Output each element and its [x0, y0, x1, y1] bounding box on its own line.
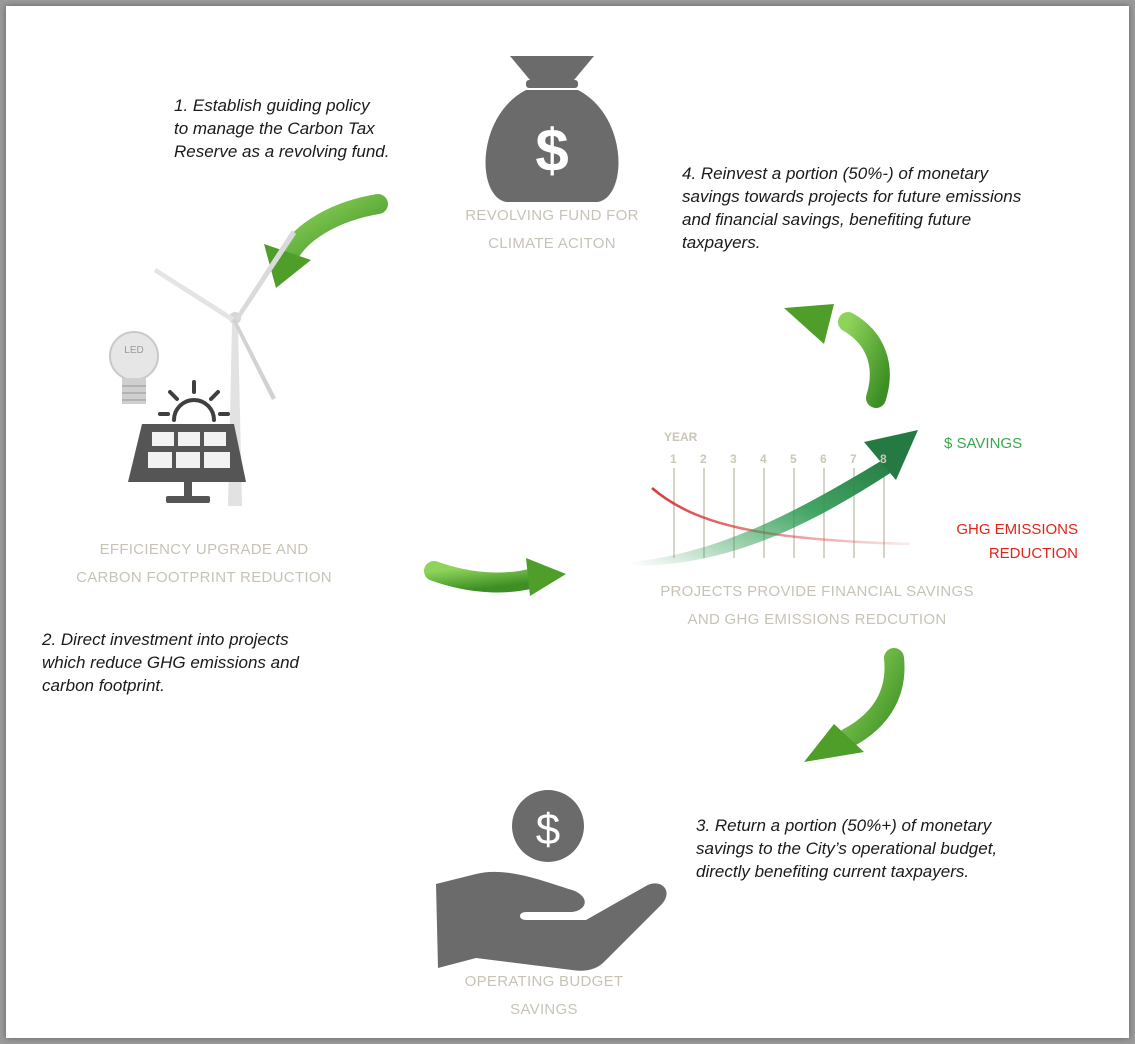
arrow-fund-to-efficiency [264, 194, 388, 288]
caption-revolving-fund: REVOLVING FUND FOR CLIMATE ACITON [465, 207, 639, 252]
arrow-efficiency-to-projects [424, 558, 566, 596]
led-bulb-icon: LED [109, 331, 159, 404]
step-2-text: 2. Direct investment into projects which… [42, 630, 300, 695]
year-tick: 8 [880, 452, 887, 466]
caption-operating-budget: OPERATING BUDGET SAVINGS [464, 973, 624, 1018]
year-tick: 4 [760, 452, 767, 466]
money-bag-symbol: $ [535, 117, 568, 184]
year-tick: 6 [820, 452, 827, 466]
step-4-text: 4. Reinvest a portion (50%-) of monetary… [682, 164, 1022, 252]
step-1-text: 1. Establish guiding policy to manage th… [174, 96, 390, 161]
hand-coin-icon: $ [436, 790, 667, 971]
sun-icon [158, 380, 230, 422]
arrow-projects-to-reinvest [784, 304, 890, 408]
money-bag-icon: $ [485, 56, 619, 202]
caption-efficiency-upgrade: EFFICIENCY UPGRADE AND CARBON FOOTPRINT … [76, 541, 332, 586]
year-tick: 7 [850, 452, 857, 466]
cycle-diagram: $ LED [109, 56, 918, 971]
step-3-text: 3. Return a portion (50%+) of monetary s… [696, 816, 998, 881]
year-tick: 2 [700, 452, 707, 466]
year-tick: 3 [730, 452, 737, 466]
arrow-projects-to-budget [804, 648, 905, 762]
led-label: LED [124, 345, 143, 356]
year-label: YEAR [664, 430, 698, 444]
diagram-frame: $ LED [6, 6, 1129, 1038]
coin-symbol: $ [536, 805, 560, 854]
emissions-curve [651, 487, 911, 546]
caption-projects: PROJECTS PROVIDE FINANCIAL SAVINGS AND G… [660, 583, 974, 628]
solar-panel-icon [128, 424, 246, 503]
emissions-label: GHG EMISSIONS REDUCTION [956, 521, 1078, 562]
year-tick: 5 [790, 452, 797, 466]
savings-arrow [632, 430, 918, 566]
year-tick: 1 [670, 452, 677, 466]
savings-label: $ SAVINGS [944, 435, 1023, 452]
